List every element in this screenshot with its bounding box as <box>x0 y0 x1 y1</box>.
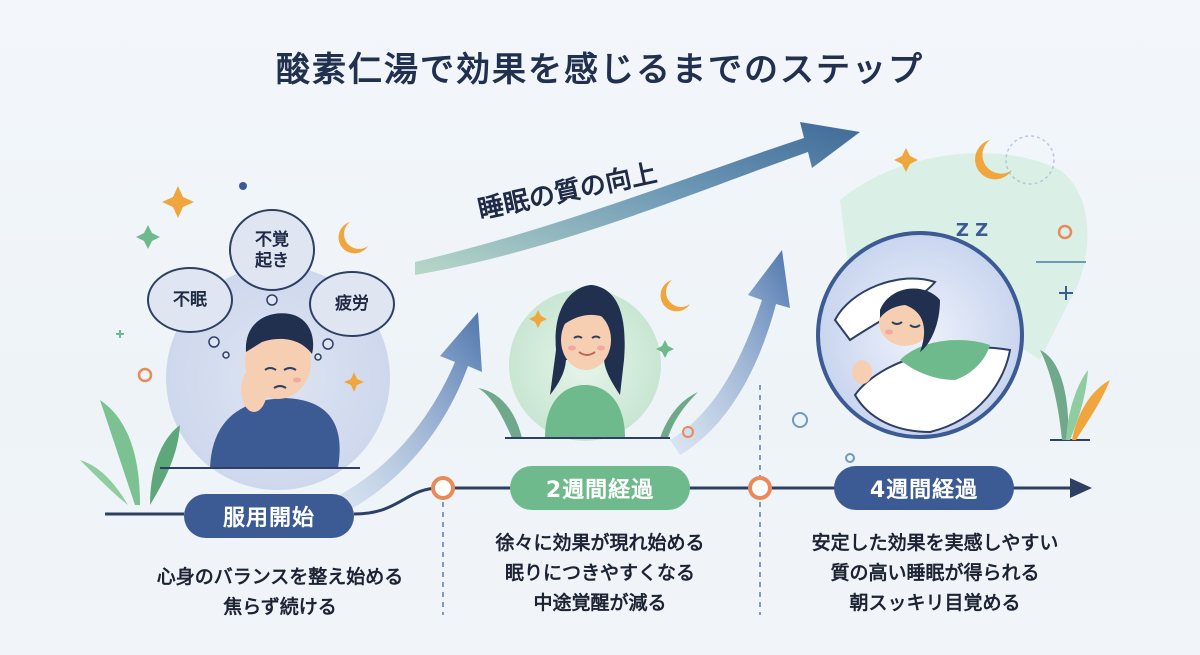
step-1-pill: 服用開始 <box>184 494 354 538</box>
milestone-dot-2 <box>748 476 772 500</box>
step-1-line: 焦らず続ける <box>223 596 337 618</box>
moon-icons <box>338 135 1055 312</box>
progress-arrow-2 <box>670 250 790 455</box>
step-3-description: 安定した効果を実感しやすい 質の高い睡眠が得られる 朝スッキリ目覚める <box>770 528 1100 618</box>
step-2-description: 徐々に効果が現れ始める 眠りにつきやすくなる 中途覚醒が減る <box>450 528 750 618</box>
step-1-line: 心身のバランスを整え始める <box>156 566 404 588</box>
step-1-description: 心身のバランスを整え始める 焦らず続ける <box>120 562 440 622</box>
worry-bubble-3 <box>309 271 395 361</box>
worry-label-waking: 不覚起き <box>255 230 289 271</box>
worry-label-fatigue: 疲労 <box>335 294 369 314</box>
step-2-line: 中途覚醒が減る <box>533 592 667 614</box>
worry-label-insomnia: 不眠 <box>173 290 207 310</box>
page-title: 酸素仁湯で効果を感じるまでのステップ <box>276 50 924 90</box>
plant-decoration <box>1040 350 1110 441</box>
step-3-line: 朝スッキリ目覚める <box>849 592 1021 614</box>
sleeping-person-illustration <box>816 153 1088 439</box>
worry-bubble-1 <box>147 267 233 359</box>
progress-arrow-1 <box>330 312 482 515</box>
milestone-dot-1 <box>431 476 455 500</box>
worry-bubble-2 <box>229 209 315 306</box>
step-2-line: 徐々に効果が現れ始める <box>495 532 705 554</box>
timeline <box>105 385 1092 615</box>
sleep-z-icon: Z Z <box>955 220 989 241</box>
step-3-pill: 4週間経過 <box>834 466 1014 510</box>
step-3-line: 質の高い睡眠が得られる <box>830 562 1040 584</box>
sparkle-decorations <box>116 148 1086 463</box>
recovering-person-illustration <box>478 285 698 441</box>
step-2-line: 眠りにつきやすくなる <box>504 562 695 584</box>
step-2-pill: 2週間経過 <box>510 466 690 510</box>
step-3-line: 安定した効果を実感しやすい <box>811 532 1059 554</box>
quality-up-arrow <box>415 122 860 275</box>
